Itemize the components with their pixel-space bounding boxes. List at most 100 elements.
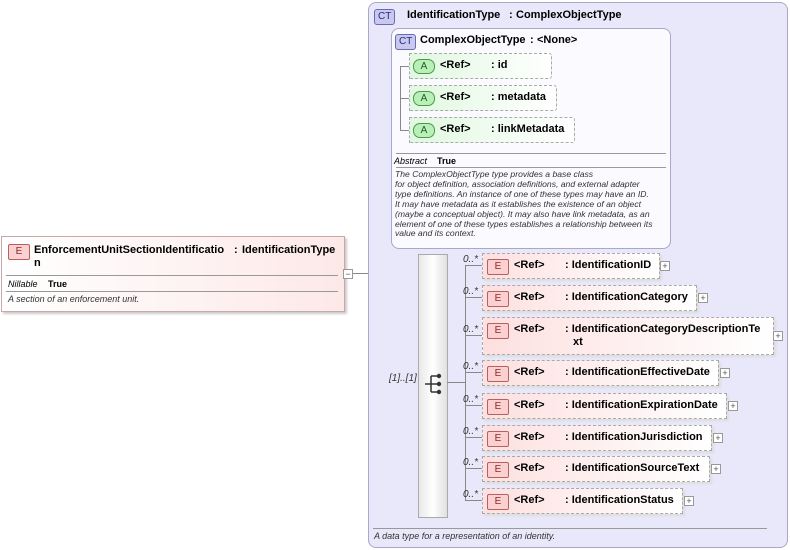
ct-badge-icon: CT (374, 9, 396, 25)
ct-base-type: <None> (537, 34, 578, 46)
element-badge: E (487, 323, 509, 339)
connector-line (465, 372, 482, 373)
child-occurrence: 0..* (463, 286, 479, 297)
connector-line (465, 265, 482, 266)
sequence-icon (425, 373, 442, 395)
connector-line (400, 130, 409, 131)
attribute-metadata[interactable]: A <Ref> : metadata (409, 85, 557, 111)
root-element-type: IdentificationType (242, 244, 336, 256)
child-identification-category[interactable]: E <Ref> : IdentificationCategory (482, 285, 697, 311)
child-identification-status[interactable]: E <Ref> : IdentificationStatus (482, 488, 683, 514)
child-identification-expiration-date[interactable]: E <Ref> : IdentificationExpirationDate (482, 393, 727, 419)
element-badge: E (487, 291, 509, 307)
divider (396, 153, 666, 154)
child-ref: <Ref> (514, 462, 545, 474)
element-badge: E (487, 399, 509, 415)
attribute-ref: <Ref> (440, 59, 471, 71)
expand-toggle[interactable]: + (711, 464, 721, 474)
child-identification-effective-date[interactable]: E <Ref> : IdentificationEffectiveDate (482, 360, 719, 386)
collapse-toggle[interactable]: − (343, 269, 353, 279)
description-line: for object definition, association defin… (395, 178, 640, 189)
nillable-label: Nillable (8, 279, 38, 289)
root-type-separator: : (234, 244, 238, 256)
description-line: It may have metadata as it establishes t… (395, 198, 642, 209)
attribute-badge: A (413, 123, 435, 138)
child-name: : IdentificationExpirationDate (565, 399, 718, 411)
divider (6, 275, 338, 276)
child-identification-id[interactable]: E <Ref> : IdentificationID (482, 253, 660, 279)
attribute-link-metadata[interactable]: A <Ref> : linkMetadata (409, 117, 575, 143)
description-line: element of one of these types establishe… (395, 218, 653, 229)
connector-line (465, 265, 466, 501)
attribute-name: : metadata (491, 91, 547, 103)
expand-toggle[interactable]: + (660, 261, 670, 271)
abstract-value: True (437, 156, 457, 166)
child-ref: <Ref> (514, 494, 545, 506)
ct-description: The ComplexObjectType type provides a ba… (395, 169, 667, 239)
child-occurrence: 0..* (463, 489, 479, 500)
ct-type-separator: : (530, 34, 534, 46)
element-badge: E (487, 431, 509, 447)
attribute-name: : id (491, 59, 508, 71)
connector-line (400, 98, 409, 99)
child-name: : IdentificationSourceText (565, 462, 700, 474)
attribute-name: : linkMetadata (491, 123, 565, 135)
child-name: : IdentificationCategoryDescriptionTe (565, 323, 761, 335)
connector-line (465, 468, 482, 469)
abstract-label: Abstract (394, 156, 428, 166)
child-name: : IdentificationCategory (565, 291, 688, 303)
child-name: : IdentificationStatus (565, 494, 674, 506)
element-badge: E (487, 462, 509, 478)
child-identification-source-text[interactable]: E <Ref> : IdentificationSourceText (482, 456, 710, 482)
child-ref: <Ref> (514, 259, 545, 271)
connector-line (465, 405, 482, 406)
sequence-occurrence: [1]..[1] (389, 373, 417, 384)
child-name: : IdentificationJurisdiction (565, 431, 703, 443)
attribute-badge: A (413, 91, 435, 106)
ct-type-separator: : (509, 9, 513, 21)
connector-line (447, 382, 465, 383)
root-element-name: EnforcementUnitSectionIdentificatio (34, 244, 225, 256)
divider (373, 528, 767, 529)
divider (396, 167, 666, 168)
child-ref: <Ref> (514, 291, 545, 303)
child-occurrence: 0..* (463, 361, 479, 372)
ct-description: A data type for a representation of an i… (374, 531, 556, 541)
expand-toggle[interactable]: + (720, 368, 730, 378)
root-element-box[interactable]: E EnforcementUnitSectionIdentificatio : … (1, 236, 345, 312)
element-badge: E (8, 244, 30, 260)
attribute-badge: A (413, 59, 435, 74)
child-name: : IdentificationEffectiveDate (565, 366, 710, 378)
element-badge: E (487, 494, 509, 510)
connector-line (465, 437, 482, 438)
connector-line (400, 66, 409, 67)
attribute-ref: <Ref> (440, 91, 471, 103)
expand-toggle[interactable]: + (684, 496, 694, 506)
expand-toggle[interactable]: + (728, 401, 738, 411)
connector-line (465, 500, 482, 501)
connector-line (353, 273, 378, 274)
ct-title: IdentificationType (407, 9, 501, 21)
expand-toggle[interactable]: + (773, 331, 783, 341)
child-identification-category-description-text[interactable]: E <Ref> : IdentificationCategoryDescript… (482, 317, 774, 355)
child-occurrence: 0..* (463, 324, 479, 335)
child-identification-jurisdiction[interactable]: E <Ref> : IdentificationJurisdiction (482, 425, 712, 451)
root-description: A section of an enforcement unit. (8, 294, 140, 304)
expand-toggle[interactable]: + (713, 433, 723, 443)
attribute-id[interactable]: A <Ref> : id (409, 53, 552, 79)
ct-base-type: ComplexObjectType (516, 9, 622, 21)
description-line: type definitions. An instance of one of … (395, 188, 649, 199)
child-occurrence: 0..* (463, 426, 479, 437)
child-ref: <Ref> (514, 323, 545, 335)
description-line: value and its context. (395, 228, 476, 239)
child-name-wrap: xt (573, 336, 583, 348)
child-occurrence: 0..* (463, 394, 479, 405)
sequence-compositor[interactable] (418, 254, 448, 518)
expand-toggle[interactable]: + (698, 293, 708, 303)
child-ref: <Ref> (514, 399, 545, 411)
child-ref: <Ref> (514, 366, 545, 378)
element-badge: E (487, 259, 509, 275)
child-occurrence: 0..* (463, 254, 479, 265)
divider (6, 291, 338, 292)
description-line: The ComplexObjectType type provides a ba… (395, 169, 594, 179)
